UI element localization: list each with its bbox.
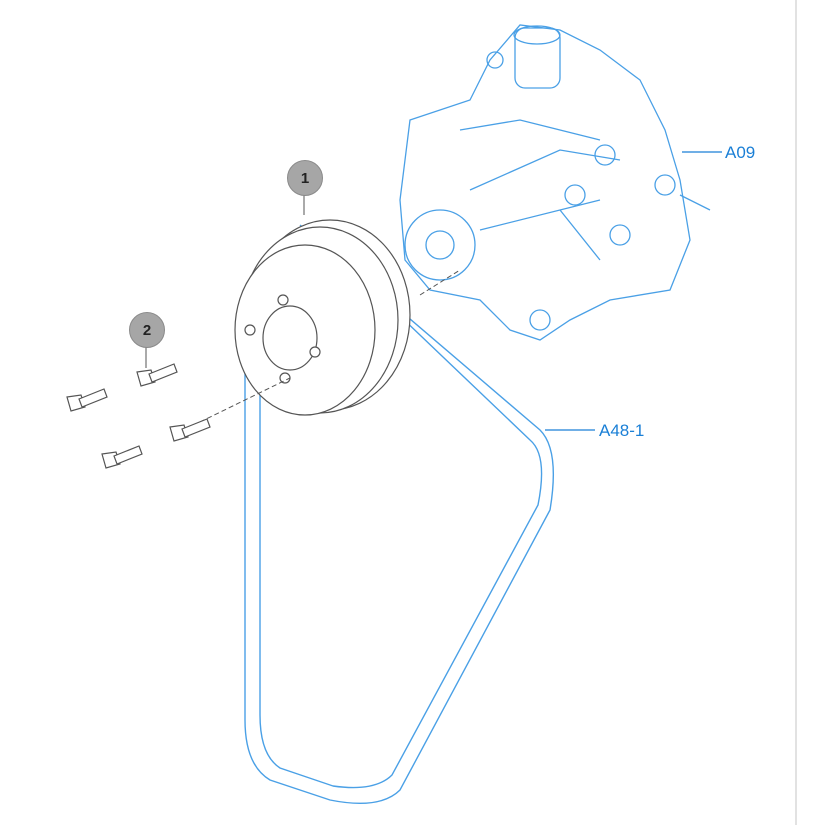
reference-a48-1[interactable]: A48-1 <box>599 421 645 440</box>
water-pump-assembly[interactable] <box>399 24 711 341</box>
pulley[interactable] <box>234 219 411 416</box>
drive-belt[interactable] <box>244 224 554 805</box>
panel-divider <box>795 0 797 825</box>
callout-2[interactable]: 2 <box>129 312 165 348</box>
reference-a09[interactable]: A09 <box>725 143 756 162</box>
bolts[interactable] <box>66 363 211 469</box>
callout-1[interactable]: 1 <box>287 160 323 196</box>
